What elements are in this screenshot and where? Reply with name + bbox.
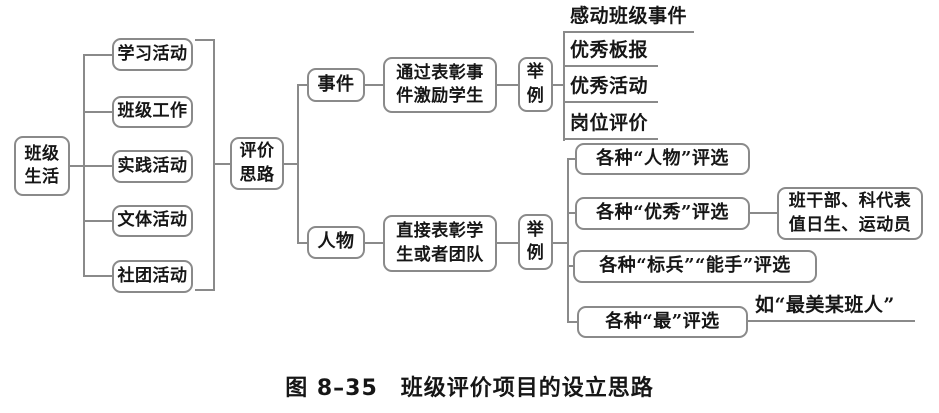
node-label: 班级 生活	[24, 143, 60, 187]
node-label: 各种“人物”评选	[596, 147, 729, 169]
node-various-person-award: 各种“人物”评选	[575, 143, 750, 175]
connector-line	[213, 163, 230, 165]
node-label: 举 例	[526, 219, 545, 263]
connector-line	[567, 212, 575, 214]
node-various-most-award: 各种“最”评选	[577, 306, 748, 338]
leaf-excellent-board: 优秀板报	[563, 39, 658, 67]
leaf-label: 如“最美某班人”	[755, 294, 895, 316]
connector-line	[495, 84, 518, 86]
node-label: 各种“标兵”“能手”评选	[599, 255, 791, 277]
node-evaluation-idea: 评价 思路	[230, 137, 284, 190]
node-event-example-label: 举 例	[518, 57, 553, 112]
node-label: 事件	[317, 73, 355, 95]
node-label: 直接表彰学 生或者团队	[396, 221, 484, 265]
leaf-moving-class-event: 感动班级事件	[563, 5, 694, 33]
leaf-most-example: 如“最美某班人”	[748, 294, 915, 322]
connector-line	[282, 163, 299, 165]
node-person: 人物	[307, 226, 365, 259]
node-excellent-award-examples: 班干部、科代表 值日生、运动员	[777, 187, 923, 240]
leaf-label: 岗位评价	[570, 112, 649, 134]
connector-line	[495, 242, 518, 244]
figure-caption: 图 8–35 班级评价项目的设立思路	[285, 376, 654, 401]
connector-line	[567, 158, 569, 323]
connector-line	[83, 275, 112, 277]
node-label: 通过表彰事 件激励学生	[396, 62, 484, 106]
node-label: 文体活动	[117, 210, 188, 231]
node-label: 班级工作	[117, 101, 188, 122]
connector-line	[551, 242, 568, 244]
node-club-activity: 社团活动	[112, 260, 193, 293]
connector-line	[551, 84, 565, 86]
connector-line	[363, 242, 383, 244]
leaf-post-evaluation: 岗位评价	[563, 112, 658, 140]
node-label: 各种“最”评选	[605, 310, 720, 332]
node-label: 社团活动	[117, 265, 188, 286]
node-label: 人物	[317, 231, 355, 253]
connector-line	[567, 321, 577, 323]
connector-line	[297, 242, 307, 244]
node-class-life: 班级 生活	[14, 136, 70, 196]
node-event-method: 通过表彰事 件激励学生	[383, 57, 497, 113]
connector-line	[567, 158, 575, 160]
node-various-model-expert-award: 各种“标兵”“能手”评选	[573, 250, 817, 283]
connector-line	[83, 111, 112, 113]
node-label: 举 例	[526, 62, 545, 106]
node-person-example-label: 举 例	[518, 214, 553, 270]
leaf-label: 优秀板报	[570, 39, 649, 61]
node-study-activity: 学习活动	[112, 38, 193, 71]
connector-line	[83, 165, 112, 167]
connector-line	[70, 165, 83, 167]
connector-line	[297, 84, 299, 244]
node-various-excellent-award: 各种“优秀”评选	[575, 197, 750, 230]
connector-line	[748, 212, 777, 214]
node-class-work: 班级工作	[112, 96, 193, 128]
node-label: 班干部、科代表 值日生、运动员	[788, 191, 912, 235]
node-person-method: 直接表彰学 生或者团队	[383, 215, 497, 272]
bracket-line	[195, 289, 215, 291]
leaf-label: 优秀活动	[570, 75, 649, 97]
connector-line	[363, 84, 383, 86]
connector-line	[297, 84, 307, 86]
node-culture-sports-activity: 文体活动	[112, 205, 193, 237]
bracket-line	[213, 39, 215, 291]
connector-line	[567, 265, 573, 267]
node-label: 评价 思路	[239, 141, 275, 185]
connector-line	[83, 220, 112, 222]
leaf-label: 感动班级事件	[570, 5, 688, 27]
node-label: 实践活动	[117, 155, 188, 176]
connector-line	[563, 31, 565, 141]
node-event: 事件	[307, 68, 365, 102]
leaf-excellent-activity: 优秀活动	[563, 75, 658, 103]
bracket-line	[195, 39, 215, 41]
node-label: 学习活动	[117, 43, 188, 64]
node-label: 各种“优秀”评选	[596, 202, 729, 224]
connector-line	[83, 54, 112, 56]
node-practice-activity: 实践活动	[112, 150, 193, 183]
